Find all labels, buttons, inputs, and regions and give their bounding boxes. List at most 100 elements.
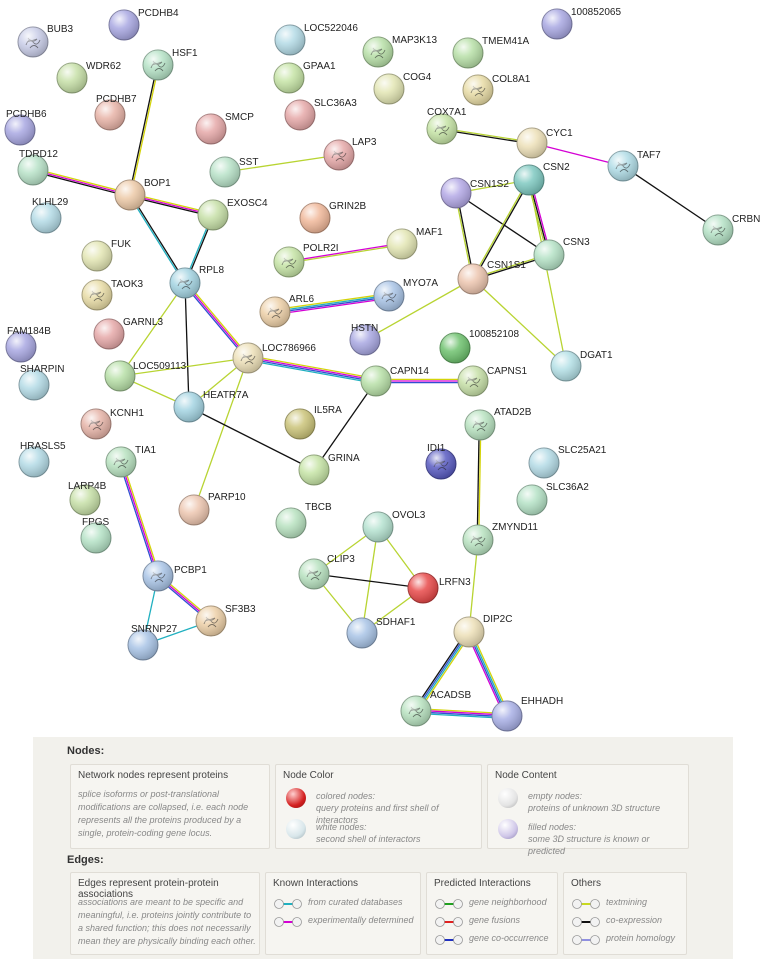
- node-label: TBCB: [305, 502, 332, 513]
- node-label: KLHL29: [32, 197, 69, 208]
- node-maf1[interactable]: MAF1: [386, 227, 443, 260]
- node-tbcb[interactable]: TBCB: [275, 502, 332, 539]
- white-nodes-desc: second shell of interactors: [316, 834, 421, 844]
- node-zmynd11[interactable]: ZMYND11: [462, 522, 538, 556]
- node-sf3b3[interactable]: SF3B3: [195, 604, 256, 637]
- node-slc36a3[interactable]: SLC36A3: [284, 98, 357, 131]
- node-grina[interactable]: GRINA: [298, 453, 360, 486]
- edges-heading: Edges:: [67, 854, 104, 866]
- node-myo7a[interactable]: MYO7A: [373, 278, 438, 312]
- node-label: TIA1: [135, 445, 157, 456]
- node-taf7[interactable]: TAF7: [607, 150, 661, 182]
- node-garnl3[interactable]: GARNL3: [93, 317, 163, 350]
- node-ehhadh[interactable]: EHHADH: [491, 696, 563, 732]
- node-heatr7a[interactable]: HEATR7A: [173, 390, 249, 423]
- node-sst[interactable]: SST: [209, 156, 258, 188]
- node-grin2b[interactable]: GRIN2B: [299, 201, 367, 234]
- edge-LOC509113-LOC786966: [119, 357, 249, 377]
- node-slc25a21[interactable]: SLC25A21: [528, 445, 607, 479]
- node-label: HSTN: [351, 323, 378, 334]
- node-il5ra[interactable]: IL5RA: [284, 405, 342, 440]
- node-lrfn3[interactable]: LRFN3: [407, 572, 471, 604]
- node-map3k13[interactable]: MAP3K13: [362, 35, 437, 68]
- node-tia1[interactable]: TIA1: [105, 445, 157, 478]
- node-gloss: [408, 573, 438, 603]
- node-crbn[interactable]: CRBN: [702, 214, 760, 246]
- legend-panel: Nodes: Network nodes represent proteins …: [33, 737, 733, 959]
- node-csn1s2[interactable]: CSN1S2: [440, 177, 509, 209]
- node-label: PCDHB4: [138, 8, 179, 19]
- node-csn3[interactable]: CSN3: [533, 237, 590, 271]
- node-col8a1[interactable]: COL8A1: [462, 74, 531, 106]
- node-arl6[interactable]: ARL6: [259, 294, 314, 328]
- node-loc786966[interactable]: LOC786966: [232, 342, 316, 374]
- node-hsf1[interactable]: HSF1: [142, 48, 198, 81]
- node-rpl8[interactable]: RPL8: [169, 265, 224, 299]
- node-hstn[interactable]: HSTN: [349, 323, 381, 356]
- node-bop1[interactable]: BOP1: [114, 178, 171, 211]
- node-pcbp1[interactable]: PCBP1: [142, 560, 207, 592]
- node-snrnp27[interactable]: SNRNP27: [127, 624, 178, 661]
- node-sharpin[interactable]: SHARPIN: [18, 364, 64, 401]
- node-100852108[interactable]: 100852108: [439, 329, 519, 364]
- node-gloss: [453, 38, 483, 68]
- node-label: TDRD12: [19, 149, 58, 160]
- node-capns1[interactable]: CAPNS1: [457, 365, 527, 397]
- node-label: POLR2I: [303, 243, 339, 254]
- node-slc36a2[interactable]: SLC36A2: [516, 482, 589, 516]
- white-nodes-label: white nodes:: [316, 822, 367, 832]
- node-label: CYC1: [546, 128, 573, 139]
- node-dip2c[interactable]: DIP2C: [453, 614, 512, 648]
- node-atad2b[interactable]: ATAD2B: [464, 407, 532, 441]
- node-ovol3[interactable]: OVOL3: [362, 510, 426, 543]
- node-gloss: [463, 525, 493, 555]
- node-gloss: [109, 10, 139, 40]
- node-cox7a1[interactable]: COX7A1: [426, 107, 467, 145]
- node-label: TMEM41A: [482, 36, 530, 47]
- node-tmem41a[interactable]: TMEM41A: [452, 36, 530, 69]
- node-tdrd12[interactable]: TDRD12: [17, 149, 58, 186]
- edge-line: [416, 632, 471, 712]
- node-loc522046[interactable]: LOC522046: [274, 23, 358, 56]
- node-cog4[interactable]: COG4: [373, 72, 432, 105]
- node-exosc4[interactable]: EXOSC4: [197, 198, 268, 231]
- node-kcnh1[interactable]: KCNH1: [80, 408, 144, 440]
- node-acadsb[interactable]: ACADSB: [400, 690, 471, 727]
- node-dgat1[interactable]: DGAT1: [550, 350, 613, 382]
- node-fuk[interactable]: FUK: [81, 239, 131, 272]
- node-csn1s1[interactable]: CSN1S1: [457, 260, 526, 295]
- node-klhl29[interactable]: KLHL29: [30, 197, 69, 234]
- edge-sample-icon: [274, 899, 302, 909]
- edge-sample-icon: [435, 935, 463, 945]
- node-bub3[interactable]: BUB3: [17, 24, 74, 58]
- node-gloss: [534, 240, 564, 270]
- node-idi1[interactable]: IDI1: [425, 443, 457, 480]
- node-pcdhb4[interactable]: PCDHB4: [108, 8, 179, 41]
- node-capn14[interactable]: CAPN14: [360, 365, 429, 397]
- node-wdr62[interactable]: WDR62: [56, 61, 121, 94]
- node-taok3[interactable]: TAOK3: [81, 279, 143, 311]
- node-cyc1[interactable]: CYC1: [516, 127, 573, 159]
- node-loc509113[interactable]: LOC509113: [104, 360, 187, 392]
- node-fam184b[interactable]: FAM184B: [5, 326, 51, 363]
- node-parp10[interactable]: PARP10: [178, 492, 246, 526]
- edge-line: [470, 630, 510, 716]
- node-label: CLIP3: [327, 554, 355, 565]
- node-clip3[interactable]: CLIP3: [298, 554, 355, 590]
- node-label: LOC786966: [262, 343, 316, 354]
- node-pcdhb6[interactable]: PCDHB6: [4, 109, 47, 146]
- node-lap3[interactable]: LAP3: [323, 137, 377, 171]
- node-smcp[interactable]: SMCP: [195, 112, 254, 145]
- node-100852065[interactable]: 100852065: [541, 7, 621, 40]
- node-pcdhb7[interactable]: PCDHB7: [94, 94, 137, 131]
- node-hrasls5[interactable]: HRASLS5: [18, 441, 66, 478]
- node-polr2i[interactable]: POLR2I: [273, 243, 339, 278]
- edge-line: [120, 461, 159, 577]
- node-csn2[interactable]: CSN2: [513, 162, 570, 196]
- node-label: WDR62: [86, 61, 121, 72]
- node-sdhaf1[interactable]: SDHAF1: [346, 617, 416, 649]
- node-fpgs[interactable]: FPGS: [80, 517, 112, 554]
- node-gpaa1[interactable]: GPAA1: [273, 61, 336, 94]
- node-larp4b[interactable]: LARP4B: [68, 481, 107, 516]
